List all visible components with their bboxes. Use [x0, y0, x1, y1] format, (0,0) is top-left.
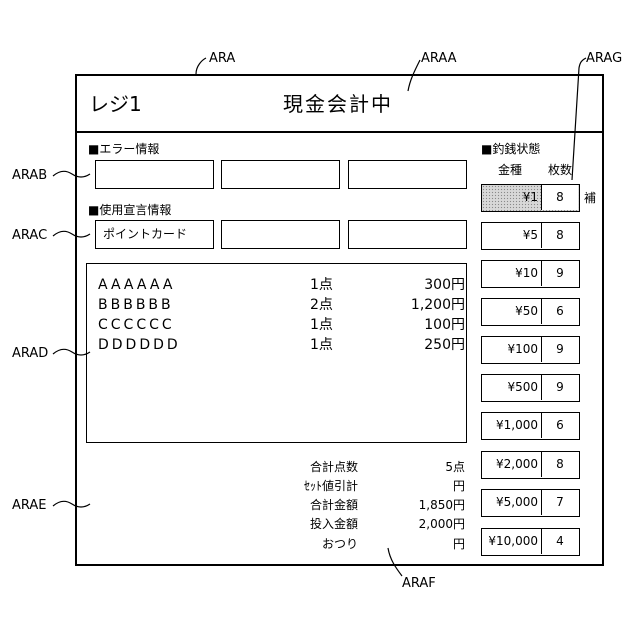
total-label: 投入金額	[310, 515, 358, 533]
ref-label-araa: ARAA	[421, 51, 457, 67]
change-denomination: ¥5,000	[482, 490, 542, 515]
item-name: AAAAAA	[98, 276, 175, 294]
change-denomination: ¥5	[482, 223, 542, 248]
change-count: 8	[542, 452, 578, 477]
ref-label-arag: ARAG	[586, 51, 622, 67]
change-count: 9	[542, 261, 578, 286]
change-row-100-yen: ¥100 9	[481, 336, 580, 364]
change-count: 9	[542, 337, 578, 362]
item-qty: 2点	[310, 296, 333, 314]
change-row-10-yen: ¥10 9	[481, 260, 580, 288]
item-qty: 1点	[310, 336, 333, 354]
item-price: 250円	[424, 336, 465, 354]
change-denomination: ¥1,000	[482, 413, 542, 438]
change-row-500-yen: ¥500 9	[481, 374, 580, 402]
error-info-heading: ■エラー情報	[88, 142, 159, 156]
item-qty: 1点	[310, 316, 333, 334]
total-label: 合計金額	[310, 496, 358, 514]
total-label: 合計点数	[310, 458, 358, 476]
supplement-marker: 補	[584, 191, 596, 205]
change-count: 6	[542, 413, 578, 438]
ref-label-arae: ARAE	[12, 498, 47, 514]
count-column-header: 枚数	[548, 163, 572, 177]
item-name: BBBBBB	[98, 296, 174, 314]
change-row-50-yen: ¥50 6	[481, 298, 580, 326]
total-value: 円	[453, 477, 465, 495]
change-count: 4	[542, 529, 578, 554]
item-price: 300円	[424, 276, 465, 294]
change-denomination: ¥50	[482, 299, 542, 324]
change-count: 9	[542, 375, 578, 400]
change-row-2000-yen: ¥2,000 8	[481, 451, 580, 479]
change-denomination: ¥10	[482, 261, 542, 286]
ref-label-arac: ARAC	[12, 228, 47, 244]
item-price: 1,200円	[411, 296, 465, 314]
usage-info-heading: ■使用宣言情報	[88, 203, 171, 217]
change-row-5000-yen: ¥5,000 7	[481, 489, 580, 517]
leader-ara	[196, 58, 206, 74]
change-denomination: ¥10,000	[482, 529, 542, 554]
denomination-column-header: 金種	[498, 163, 522, 177]
total-label: ｾｯﾄ値引計	[304, 477, 358, 495]
item-name: DDDDDD	[98, 336, 181, 354]
change-row-1-yen: ¥1 8	[481, 184, 580, 212]
usage-info-box-2	[221, 220, 340, 249]
total-value: 5点	[445, 458, 465, 476]
header-divider	[75, 131, 604, 133]
change-row-5-yen: ¥5 8	[481, 222, 580, 250]
item-price: 100円	[424, 316, 465, 334]
error-info-box-3	[348, 160, 467, 189]
error-info-box-2	[221, 160, 340, 189]
transaction-status: 現金会計中	[283, 92, 393, 116]
total-value: 円	[453, 535, 465, 553]
item-name: CCCCCC	[98, 316, 175, 334]
ref-label-ara: ARA	[209, 51, 235, 67]
usage-info-box-1: ポイントカード	[95, 220, 214, 249]
item-qty: 1点	[310, 276, 333, 294]
total-label: おつり	[322, 535, 358, 553]
change-denomination: ¥500	[482, 375, 542, 400]
error-info-box-1	[95, 160, 214, 189]
change-count: 7	[542, 490, 578, 515]
change-denomination: ¥100	[482, 337, 542, 362]
change-row-1000-yen: ¥1,000 6	[481, 412, 580, 440]
change-count: 6	[542, 299, 578, 324]
change-status-heading: ■釣銭状態	[481, 142, 540, 156]
ref-label-arad: ARAD	[12, 346, 48, 362]
change-denomination: ¥1	[482, 185, 542, 210]
ref-label-arab: ARAB	[12, 168, 47, 184]
change-denomination: ¥2,000	[482, 452, 542, 477]
change-count: 8	[542, 185, 578, 210]
total-value: 1,850円	[419, 496, 465, 514]
change-row-10000-yen: ¥10,000 4	[481, 528, 580, 556]
change-count: 8	[542, 223, 578, 248]
ref-label-araf: ARAF	[402, 576, 436, 592]
usage-info-box-3	[348, 220, 467, 249]
total-value: 2,000円	[419, 515, 465, 533]
register-name: レジ1	[89, 92, 142, 116]
